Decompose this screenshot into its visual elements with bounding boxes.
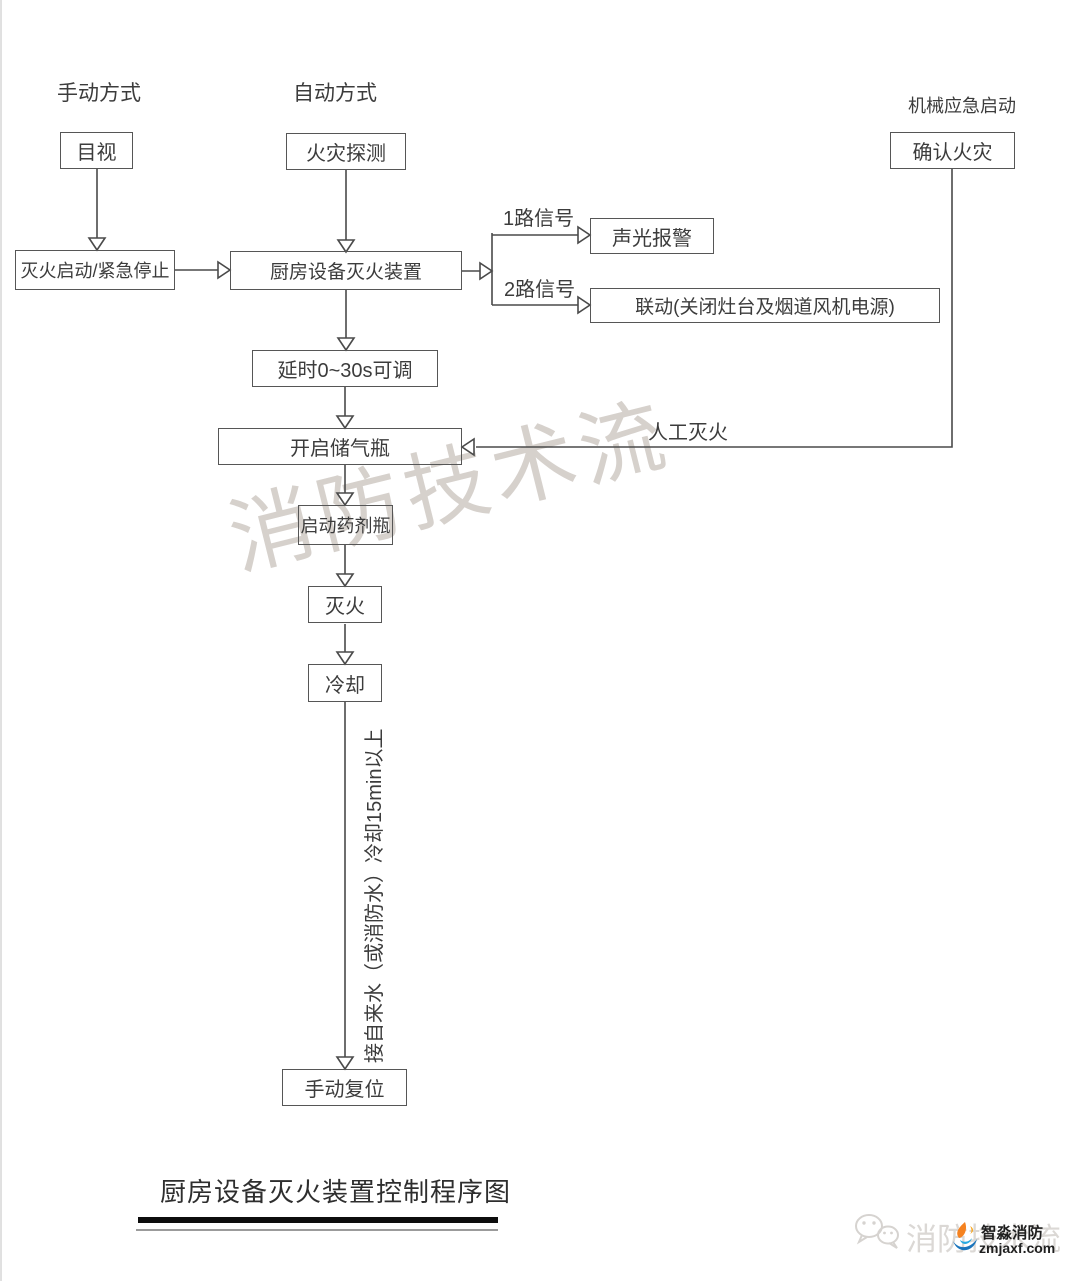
- node-linkage: 联动(关闭灶台及烟道风机电源): [590, 288, 940, 323]
- edge-delay-to-gas: [335, 387, 355, 430]
- node-fire-detection: 火灾探测: [286, 133, 406, 170]
- node-confirm-fire: 确认火灾: [890, 132, 1015, 169]
- brand-name: 智淼消防: [981, 1225, 1044, 1242]
- node-visual-check: 目视: [60, 132, 133, 169]
- cooling-note: 接自来水（或消防水）冷却15min以上: [364, 728, 386, 1063]
- title-rule-thick: [138, 1217, 498, 1223]
- edge-agent-to-extinguish: [335, 545, 355, 588]
- edge-start-to-device: [175, 260, 232, 280]
- node-cooling: 冷却: [308, 664, 382, 702]
- node-kitchen-equipment-device: 厨房设备灭火装置: [230, 251, 462, 290]
- node-open-gas-cylinder: 开启储气瓶: [218, 428, 462, 465]
- edge-cooling-to-reset: [335, 702, 355, 1071]
- label-auto-mode: 自动方式: [293, 82, 377, 105]
- node-start-agent-bottle: 启动药剂瓶: [298, 505, 393, 545]
- diagram-title: 厨房设备灭火装置控制程序图: [160, 1177, 512, 1207]
- edge-gas-to-agent: [335, 465, 355, 507]
- edge-confirm-to-gas-manual: [460, 169, 953, 457]
- node-manual-reset: 手动复位: [282, 1069, 407, 1106]
- label-mechanical-emergency: 机械应急启动: [908, 96, 1016, 116]
- node-delay-adjustable: 延时0~30s可调: [252, 350, 438, 387]
- brand-site: zmjaxf.com: [979, 1240, 1056, 1256]
- label-manual-mode: 手动方式: [57, 82, 141, 105]
- wechat-icon: [855, 1214, 899, 1249]
- edge-device-to-junction: [462, 233, 494, 305]
- footer-watermark-text: 消防技术流: [906, 1222, 1061, 1257]
- edge-extinguish-to-cooling: [335, 624, 355, 666]
- label-signal-1: 1路信号: [503, 208, 575, 230]
- edge-detect-to-device: [336, 170, 356, 254]
- edge-visual-to-start: [87, 169, 107, 252]
- node-sound-light-alarm: 声光报警: [590, 218, 714, 254]
- edge-signal2-to-linkage: [492, 295, 592, 315]
- edge-signal1-to-alarm: [492, 225, 592, 245]
- title-rule-thin: [136, 1229, 498, 1231]
- zmjaxf-logo-icon: [953, 1222, 977, 1251]
- edge-device-to-delay: [336, 290, 356, 352]
- node-extinguish: 灭火: [308, 586, 382, 623]
- node-extinguish-start-stop: 灭火启动/紧急停止: [15, 250, 175, 290]
- label-manual-firefighting: 人工灭火: [648, 422, 728, 444]
- label-signal-2: 2路信号: [504, 279, 576, 301]
